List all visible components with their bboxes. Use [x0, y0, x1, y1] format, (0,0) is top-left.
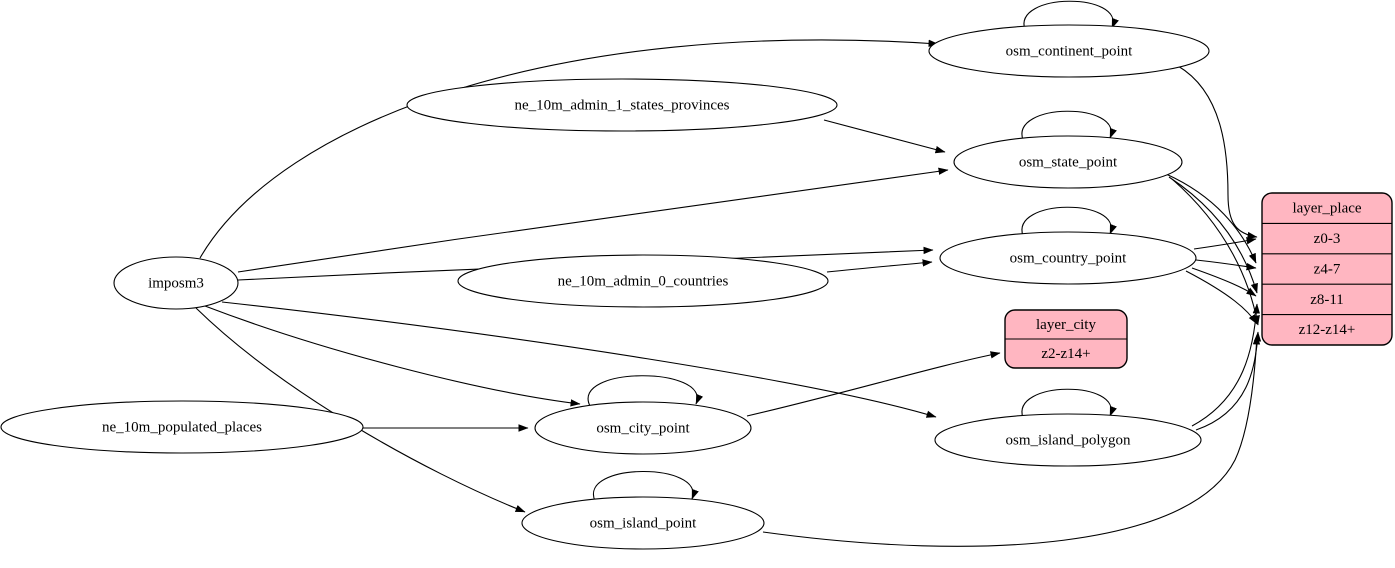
edge-osm_country_point-to-layer_place-z8-11	[1191, 267, 1257, 297]
edge-osm_country_point-to-layer_place-z4-7	[1195, 259, 1257, 271]
node-imposm3-shape	[113, 256, 239, 310]
records-layer: layer_place z0-3 z4-7 z8-11 z12-z14+ layer_ci…	[1004, 192, 1393, 369]
node-ne_10m_populated_places-label: ne_10m_populated_places	[102, 419, 262, 435]
record-layer_place-title: layer_place	[1292, 201, 1361, 217]
edge-ne_10m_admin_1_states_provinces-to-osm_state_point	[823, 119, 946, 154]
self-loop-osm_island_polygon	[1021, 388, 1117, 419]
node-osm_country_point: osm_country_point	[939, 231, 1197, 285]
record-layer_city: layer_city z2-z14+	[1004, 309, 1128, 369]
edge-osm_island_point-to-layer_place-z12-z14+	[762, 334, 1261, 547]
edge-imposm3-to-osm_city_point	[204, 305, 581, 407]
node-osm_island_point-shape	[521, 496, 765, 550]
edge-osm_island_polygon-to-layer_place-z8-11	[1191, 303, 1261, 427]
node-osm_country_point-label: osm_country_point	[1010, 250, 1127, 266]
node-osm_island_polygon: osm_island_polygon	[934, 413, 1202, 467]
node-osm_island_point-label: osm_island_point	[590, 515, 698, 531]
record-layer_city-title: layer_city	[1036, 317, 1096, 333]
node-osm_island_point: osm_island_point	[521, 496, 765, 550]
node-osm_city_point-label: osm_city_point	[596, 420, 690, 436]
record-layer_place-row-z8-11: z8-11	[1310, 292, 1344, 308]
node-osm_state_point-shape	[953, 135, 1183, 189]
record-layer_place-row-z4-7: z4-7	[1314, 261, 1341, 277]
node-ne_10m_admin_1_states_provinces-shape	[406, 78, 838, 132]
node-ne_10m_admin_0_countries: ne_10m_admin_0_countries	[457, 254, 829, 308]
edge-osm_state_point-to-layer_place-z8-11	[1168, 176, 1258, 294]
edge-osm_city_point-to-layer_city-z2-z14+	[746, 351, 1001, 417]
node-osm_city_point-shape	[534, 401, 752, 455]
node-osm_city_point: osm_city_point	[534, 401, 752, 455]
record-layer_place-row-z0-3: z0-3	[1314, 231, 1341, 247]
node-ne_10m_populated_places: ne_10m_populated_places	[0, 400, 364, 454]
node-ne_10m_admin_1_states_provinces-label: ne_10m_admin_1_states_provinces	[515, 97, 730, 113]
edge-osm_continent_point-to-layer_place-z0-3	[1177, 65, 1258, 240]
self-loop-osm_state_point	[1021, 110, 1117, 141]
node-ne_10m_admin_1_states_provinces: ne_10m_admin_1_states_provinces	[406, 78, 838, 132]
node-osm_continent_point-label: osm_continent_point	[1006, 43, 1133, 59]
record-layer_city-row-z2-z14+: z2-z14+	[1041, 346, 1090, 362]
node-osm_state_point: osm_state_point	[953, 135, 1183, 189]
nodes-layer: imposm3 ne_10m_admin_1_states_provincesne…	[0, 24, 1210, 550]
node-osm_country_point-shape	[939, 231, 1197, 285]
record-layer_place-row-z12-z14+: z12-z14+	[1299, 322, 1356, 338]
node-osm_island_polygon-label: osm_island_polygon	[1005, 432, 1131, 448]
node-osm_continent_point: osm_continent_point	[928, 24, 1210, 78]
edge-imposm3-to-osm_continent_point	[199, 39, 939, 259]
edge-imposm3-to-osm_island_polygon	[221, 301, 937, 418]
node-ne_10m_admin_0_countries-label: ne_10m_admin_0_countries	[558, 273, 729, 289]
node-imposm3: imposm3	[113, 256, 239, 310]
node-ne_10m_admin_0_countries-shape	[457, 254, 829, 308]
edge-osm_country_point-to-layer_place-z0-3	[1193, 237, 1257, 250]
edges-layer	[195, 0, 1262, 547]
self-loop-osm_city_point	[587, 375, 704, 407]
edge-osm_country_point-to-layer_place-z12-z14+	[1185, 270, 1258, 325]
node-osm_island_polygon-shape	[934, 413, 1202, 467]
record-layer_place: layer_place z0-3 z4-7 z8-11 z12-z14+	[1261, 192, 1393, 346]
node-ne_10m_populated_places-shape	[0, 400, 364, 454]
edge-osm_state_point-to-layer_place-z4-7	[1165, 173, 1257, 264]
edge-ne_10m_admin_0_countries-to-osm_country_point	[826, 259, 933, 273]
node-osm_continent_point-shape	[928, 24, 1210, 78]
node-imposm3-label: imposm3	[148, 275, 204, 291]
node-osm_state_point-label: osm_state_point	[1019, 154, 1118, 170]
record-layer_place-box	[1261, 192, 1393, 346]
self-loop-osm_island_point	[592, 471, 699, 502]
self-loop-osm_continent_point	[1023, 0, 1119, 31]
self-loop-osm_country_point	[1021, 206, 1117, 237]
